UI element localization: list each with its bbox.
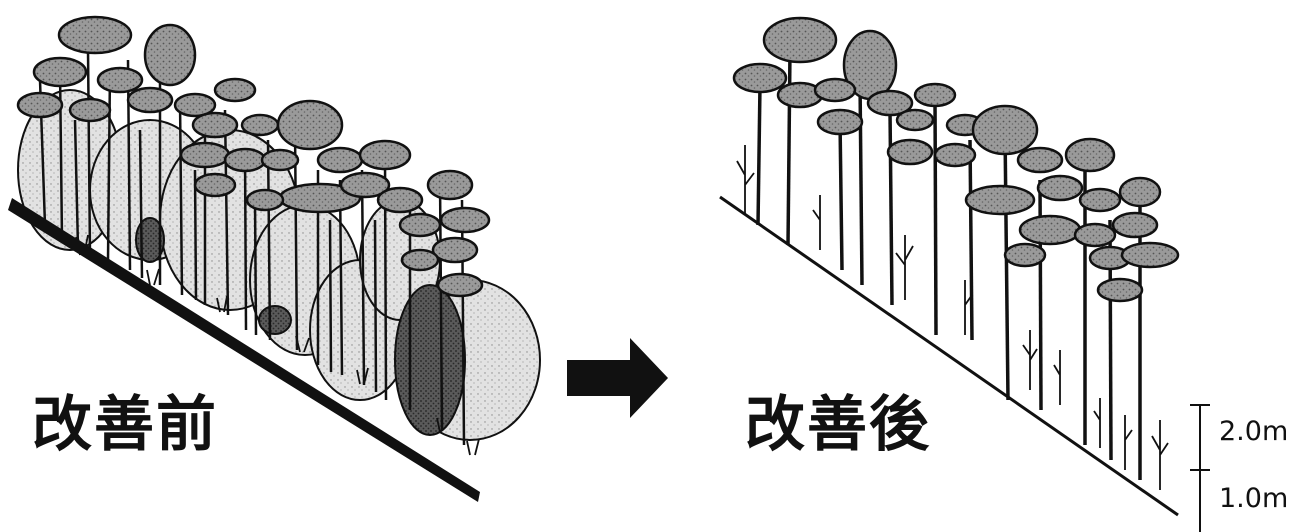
after-caption: 改善後 [745,390,931,460]
before-forest-illustration [8,15,541,502]
after-canopies [732,16,1180,303]
after-saplings [736,145,1169,490]
before-dark-shrubs [135,217,466,436]
after-forest-illustration [719,16,1210,532]
scale-label-upper: 2.0m [1219,416,1289,447]
after-ground-slope [719,195,1179,517]
before-canopies [16,15,491,298]
before-caption: 改善前 [32,390,218,460]
height-scale-bar [1190,404,1210,532]
arrow-right-icon [567,338,668,418]
scale-label-lower: 1.0m [1219,483,1289,514]
before-ground-slope [8,198,480,502]
